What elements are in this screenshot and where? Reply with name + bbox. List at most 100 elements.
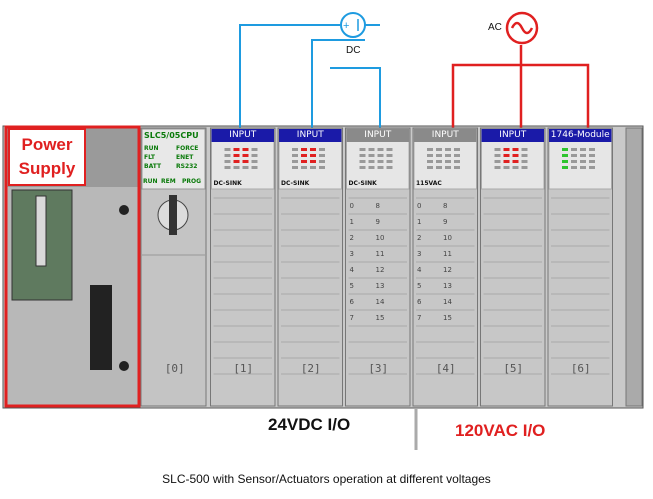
module-led: [224, 148, 231, 151]
module-header-bar-6: [549, 129, 612, 142]
module-led: [494, 148, 501, 151]
svg-text:+: +: [343, 20, 349, 32]
dc-wiring: [239, 24, 381, 128]
cpu-mode-prog: PROG: [182, 178, 202, 185]
terminal-label: 7: [417, 314, 422, 322]
cpu-led-rs232: RS232: [176, 163, 198, 170]
terminal-label: 11: [375, 250, 385, 258]
terminal-label: 5: [349, 282, 354, 290]
module-led: [562, 154, 568, 157]
terminal-label: 12: [375, 266, 385, 274]
module-led: [503, 154, 510, 157]
module-led: [233, 154, 240, 157]
module-led: [494, 166, 501, 169]
module-led: [359, 154, 366, 157]
module-led: [301, 166, 307, 169]
module-led: [562, 160, 568, 163]
terminal-label: 5: [417, 282, 422, 290]
module-header-5: INPUT: [499, 130, 527, 140]
module-led: [521, 154, 528, 157]
module-led: [292, 166, 298, 169]
terminal-label: 9: [443, 218, 448, 226]
module-led: [521, 160, 528, 163]
module-led: [386, 148, 393, 151]
module-led: [436, 148, 442, 151]
module-led: [512, 148, 519, 151]
slot-number-0: [0]: [164, 362, 185, 375]
terminal-label: 11: [443, 250, 452, 258]
terminal-label: 3: [417, 250, 422, 258]
module-led: [512, 160, 519, 163]
module-led: [571, 154, 577, 157]
module-led: [512, 154, 519, 157]
module-led: [301, 154, 307, 157]
cpu-mode-rem: REM: [161, 178, 176, 185]
slot-number-6: [6]: [570, 362, 591, 375]
module-led: [436, 154, 442, 157]
module-led: [377, 154, 384, 157]
module-led: [427, 148, 433, 151]
module-led: [589, 148, 595, 151]
cpu-led-panel: [141, 128, 206, 190]
module-led: [251, 166, 258, 169]
module-led: [224, 166, 231, 169]
module-led: [386, 160, 393, 163]
rack-end-cap: [625, 127, 643, 407]
module-header-bar-4: [414, 129, 477, 142]
module-led: [427, 154, 433, 157]
module-led: [562, 166, 568, 169]
power-supply-highlight: [4, 125, 141, 408]
ac-io-label: 120VAC I/O: [455, 421, 546, 440]
screw-top-icon: [119, 205, 129, 215]
dc-source-label: DC: [346, 45, 361, 56]
cpu-led-enet: ENET: [176, 154, 194, 161]
module-type-2: DC-SINK: [281, 180, 310, 187]
module-led: [427, 160, 433, 163]
module-led: [368, 160, 375, 163]
module-led: [242, 166, 249, 169]
module-led: [242, 160, 249, 163]
module-led: [242, 154, 249, 157]
terminal-label: 1: [349, 218, 354, 226]
module-led: [292, 160, 298, 163]
module-led: [589, 166, 595, 169]
cpu-led-run: RUN: [144, 145, 159, 152]
ac-wiring: [451, 45, 590, 128]
module-led: [224, 154, 231, 157]
terminal-label: 0: [349, 202, 354, 210]
module-led: [310, 148, 316, 151]
module-led: [368, 166, 375, 169]
module-header-bar-2: [279, 129, 342, 142]
terminal-label: 4: [349, 266, 354, 274]
module-led: [233, 160, 240, 163]
module-header-2: INPUT: [296, 130, 324, 140]
module-led: [562, 148, 568, 151]
module-led: [589, 160, 595, 163]
module-led: [310, 154, 316, 157]
module-led: [292, 154, 298, 157]
module-led: [224, 160, 231, 163]
module-led: [436, 160, 442, 163]
screw-bottom-icon: [119, 361, 129, 371]
module-led: [233, 166, 240, 169]
terminal-label: 12: [443, 266, 452, 274]
module-led: [580, 166, 586, 169]
terminal-label: 14: [375, 298, 385, 306]
module-led: [445, 148, 451, 151]
module-header-4: INPUT: [431, 130, 459, 140]
terminal-label: 9: [375, 218, 380, 226]
terminal-label: 15: [443, 314, 452, 322]
module-led: [503, 160, 510, 163]
module-led: [571, 166, 577, 169]
module-header-bar-1: [211, 129, 274, 142]
module-led: [359, 166, 366, 169]
slot-number-4: [4]: [435, 362, 456, 375]
module-led: [319, 148, 325, 151]
module-led: [427, 166, 433, 169]
module-led: [292, 148, 298, 151]
terminal-label: 2: [349, 234, 354, 242]
module-led: [454, 148, 460, 151]
slot-number-2: [2]: [300, 362, 321, 375]
terminal-label: 6: [417, 298, 422, 306]
